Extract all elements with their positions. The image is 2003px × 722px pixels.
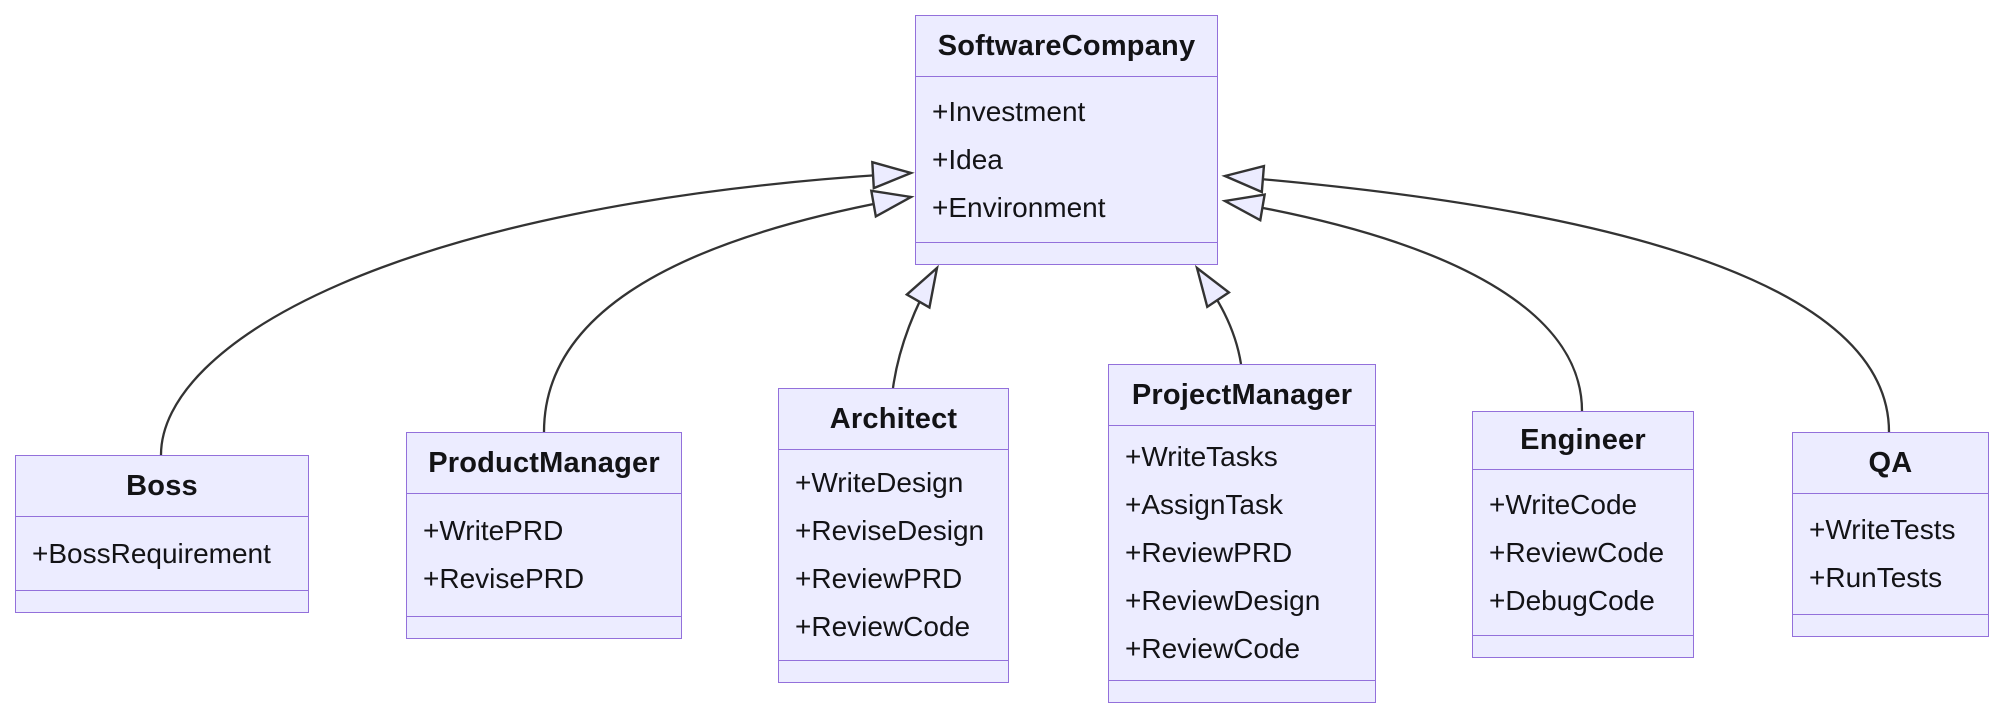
edge-architect-to-softwarecompany bbox=[891, 264, 939, 389]
class-box-qa: QA +WriteTests +RunTests bbox=[1792, 432, 1989, 637]
class-empty-methods-compartment bbox=[1793, 614, 1988, 636]
class-member: +ReviewCode bbox=[1125, 633, 1301, 664]
class-title: Architect bbox=[779, 389, 1008, 450]
class-member: +RevisePRD bbox=[423, 563, 585, 594]
class-member: +Environment bbox=[932, 191, 1106, 223]
class-box-projectmanager: ProjectManager +WriteTasks +AssignTask +… bbox=[1108, 364, 1376, 703]
class-member: +ReviewDesign bbox=[1125, 585, 1321, 616]
edge-qa-to-softwarecompany bbox=[1221, 164, 1891, 433]
class-member: +WriteCode bbox=[1489, 488, 1638, 520]
edge-projectmanager-to-softwarecompany bbox=[1194, 264, 1243, 365]
class-member: +ReviseDesign bbox=[795, 515, 985, 546]
class-title: QA bbox=[1793, 433, 1988, 494]
class-box-softwarecompany: SoftwareCompany +Investment +Idea +Envir… bbox=[915, 15, 1218, 265]
class-empty-methods-compartment bbox=[1473, 635, 1693, 657]
class-member: +ReviewCode bbox=[1489, 536, 1665, 568]
class-member: +ReviewPRD bbox=[795, 563, 963, 594]
class-title: ProjectManager bbox=[1109, 365, 1375, 426]
class-members: +Investment +Idea +Environment bbox=[916, 77, 1217, 242]
class-title: SoftwareCompany bbox=[916, 16, 1217, 77]
class-member: +ReviewPRD bbox=[1125, 537, 1293, 568]
class-member: +AssignTask bbox=[1125, 489, 1283, 520]
class-member: +DebugCode bbox=[1489, 584, 1655, 616]
class-box-engineer: Engineer +WriteCode +ReviewCode +DebugCo… bbox=[1472, 411, 1694, 658]
class-member: +WriteTasks bbox=[1125, 441, 1278, 472]
class-members: +WriteTasks +AssignTask +ReviewPRD +Revi… bbox=[1109, 426, 1375, 680]
class-member: +ReviewCode bbox=[795, 611, 971, 642]
class-members: +BossRequirement bbox=[16, 517, 308, 590]
edge-engineer-to-softwarecompany bbox=[1221, 193, 1584, 412]
edge-productmanager-to-softwarecompany bbox=[542, 189, 915, 433]
class-members: +WritePRD +RevisePRD bbox=[407, 494, 681, 616]
class-empty-methods-compartment bbox=[16, 590, 308, 612]
class-title: Engineer bbox=[1473, 412, 1693, 470]
class-title: ProductManager bbox=[407, 433, 681, 494]
class-empty-methods-compartment bbox=[916, 242, 1217, 264]
class-box-architect: Architect +WriteDesign +ReviseDesign +Re… bbox=[778, 388, 1009, 683]
class-box-productmanager: ProductManager +WritePRD +RevisePRD bbox=[406, 432, 682, 639]
class-member: +Investment bbox=[932, 95, 1086, 127]
class-member: +WriteDesign bbox=[795, 467, 964, 498]
class-empty-methods-compartment bbox=[1109, 680, 1375, 702]
class-empty-methods-compartment bbox=[779, 660, 1008, 682]
class-members: +WriteTests +RunTests bbox=[1793, 494, 1988, 614]
class-box-boss: Boss +BossRequirement bbox=[15, 455, 309, 613]
class-title: Boss bbox=[16, 456, 308, 517]
class-member: +Idea bbox=[932, 143, 1003, 175]
class-members: +WriteCode +ReviewCode +DebugCode bbox=[1473, 470, 1693, 635]
class-member: +WritePRD bbox=[423, 515, 564, 546]
edge-boss-to-softwarecompany bbox=[159, 160, 915, 456]
class-member: +WriteTests bbox=[1809, 514, 1956, 545]
class-member: +RunTests bbox=[1809, 562, 1943, 593]
class-members: +WriteDesign +ReviseDesign +ReviewPRD +R… bbox=[779, 450, 1008, 660]
class-empty-methods-compartment bbox=[407, 616, 681, 638]
class-member: +BossRequirement bbox=[32, 537, 271, 569]
